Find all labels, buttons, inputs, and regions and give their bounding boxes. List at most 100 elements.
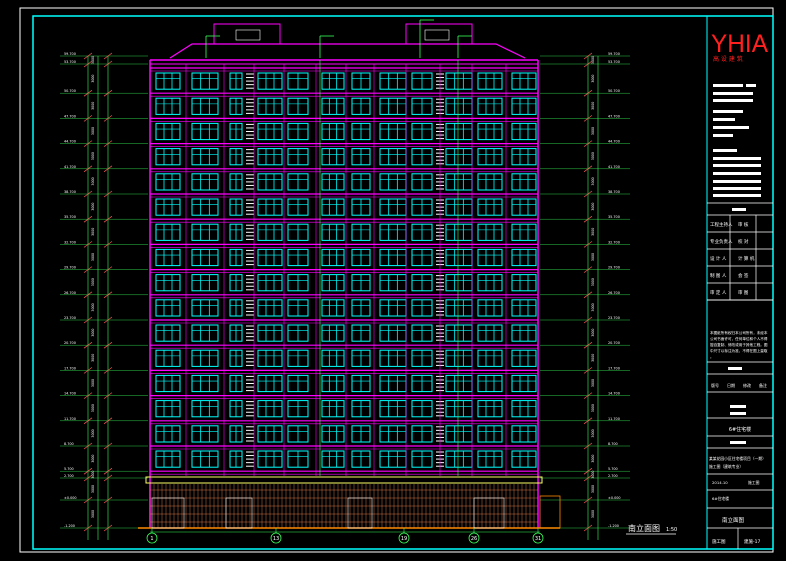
left-elevation-label: 14.700 — [64, 392, 76, 396]
right-elevation-label: 44.700 — [608, 140, 620, 144]
left-dim-tick — [83, 165, 93, 173]
title-block-text-bar — [713, 194, 761, 197]
left-floor-height-label: 3000 — [91, 56, 95, 64]
left-dim-tick — [83, 474, 93, 482]
window-frame — [321, 349, 345, 367]
window-frame — [511, 299, 537, 317]
left-dim-tick — [83, 392, 93, 399]
window-frame — [191, 349, 219, 367]
right-floor-height-label: 3000 — [591, 379, 595, 387]
left-elevation-label: 23.700 — [64, 316, 76, 320]
building-elevation — [138, 19, 561, 529]
left-floor-height-label: 3000 — [91, 253, 95, 261]
title-block-role: 制 图 人 — [710, 272, 727, 279]
left-dim-tick — [103, 316, 113, 324]
window-frame — [191, 198, 219, 216]
left-dim-tick — [83, 524, 93, 532]
right-dim-tick — [583, 190, 593, 198]
title-block-text-bar — [713, 172, 761, 175]
right-dim-tick — [583, 266, 593, 273]
left-dim-tick — [103, 215, 113, 223]
window-frame — [511, 324, 537, 342]
title-block-role: 会 签 — [738, 272, 749, 279]
drawing-scale: 1:50 — [666, 527, 677, 533]
window-frame — [445, 198, 473, 216]
right-floor-height-label: 3000 — [591, 75, 595, 83]
left-dim-tick — [103, 165, 113, 173]
title-block-text-bar — [713, 84, 743, 87]
title-block-text-bar — [713, 187, 761, 190]
title-block-role: 专业负责人 — [710, 238, 733, 245]
roof-room-window-right — [424, 29, 450, 41]
left-dim-tick — [103, 52, 113, 60]
left-floor-height-label: 3000 — [91, 127, 95, 135]
right-floor-height-label: 3000 — [591, 203, 595, 211]
window-frame — [511, 198, 537, 216]
left-dim-tick — [103, 266, 113, 273]
roof-machine-room-right — [405, 23, 473, 45]
left-elevation-label: 38.700 — [64, 190, 76, 194]
window-frame — [191, 324, 219, 342]
window-frame — [379, 374, 407, 393]
title-block-date: 2014.10 — [712, 480, 728, 485]
left-elevation-label: -1.200 — [64, 524, 75, 528]
title-block-role: 校 对 — [738, 238, 749, 245]
entrance-door — [347, 497, 373, 529]
title-block-note: 本图纸所有权归本公司所有，未经本 — [710, 330, 768, 335]
title-block: YHIA 高 设 建 筑 工程主持人审 核专业负责人校 对设 计 人计 算 机制… — [707, 30, 773, 549]
axis-bubble — [270, 532, 282, 544]
window-frame — [511, 274, 537, 292]
window-frame — [477, 400, 503, 418]
window-frame — [155, 148, 181, 166]
roof-parapet — [169, 43, 526, 59]
left-dim-tick — [103, 241, 113, 248]
window-frame — [445, 374, 473, 393]
left-floor-height-label: 3000 — [91, 303, 95, 311]
right-dim-tick — [583, 241, 593, 248]
right-dim-tick — [583, 165, 593, 173]
right-elevation-label: 11.700 — [608, 417, 620, 421]
right-dim-tick — [583, 524, 593, 532]
window-frame — [445, 173, 473, 191]
window-frame — [445, 223, 473, 241]
window-frame — [321, 97, 345, 115]
window-frame — [379, 324, 407, 342]
window-frame — [445, 122, 473, 141]
left-dim-tick — [83, 89, 93, 97]
window-frame — [155, 122, 181, 141]
left-floor-height-label: 3000 — [91, 203, 95, 211]
right-dim-tick — [583, 392, 593, 399]
title-block-text-bar — [713, 149, 737, 152]
window-frame — [379, 299, 407, 317]
window-frame — [321, 400, 345, 418]
window-frame — [477, 299, 503, 317]
left-floor-height-label: 3000 — [91, 379, 95, 387]
left-dim-tick — [103, 474, 113, 482]
left-elevation-label: 35.700 — [64, 215, 76, 219]
window-frame — [257, 72, 283, 90]
window-frame — [445, 148, 473, 166]
right-dim-tick — [583, 215, 593, 223]
right-floor-height-label: 3000 — [591, 510, 595, 518]
left-elevation-label: 2.700 — [64, 474, 74, 478]
right-floor-height-label: 3000 — [591, 253, 595, 261]
left-floor-height-label: 3000 — [91, 429, 95, 437]
left-dim-tick — [83, 140, 93, 147]
window-frame — [155, 223, 181, 241]
right-elevation-label: 20.700 — [608, 341, 620, 345]
window-frame — [379, 198, 407, 216]
left-dim-tick — [103, 467, 113, 475]
left-dim-tick — [83, 496, 93, 504]
left-dimension-chain: 59.700300053.700300050.700300047.7003000… — [60, 52, 148, 540]
window-frame — [257, 400, 283, 418]
window-frame — [191, 223, 219, 241]
left-floor-height-label: 3000 — [91, 455, 95, 463]
right-dim-tick — [583, 417, 593, 425]
window-frame — [379, 425, 407, 443]
window-frame — [379, 400, 407, 418]
title-block-text-bar — [713, 92, 753, 95]
title-block-phase-2: 施工图 — [712, 538, 726, 545]
window-frame — [445, 72, 473, 90]
